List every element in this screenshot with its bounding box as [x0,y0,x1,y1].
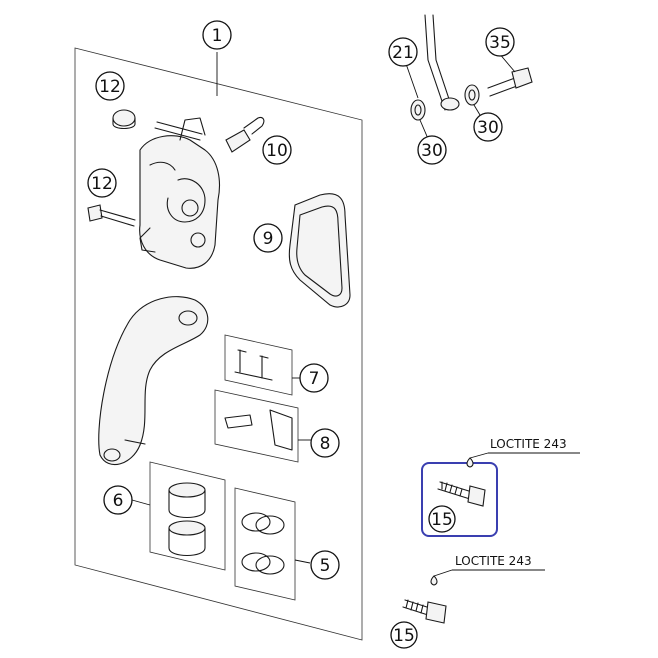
loctite-label-lower: LOCTITE 243 [455,554,532,568]
callout-9: 9 [253,223,283,253]
svg-text:1: 1 [212,26,223,46]
svg-text:12: 12 [91,174,113,194]
bleeder-cap-part [112,109,136,130]
callout-30-right: 30 [473,112,503,142]
brake-pad-part [288,193,351,308]
svg-text:35: 35 [489,33,511,53]
svg-text:9: 9 [263,229,274,249]
callout-5: 5 [310,550,340,580]
callout-8: 8 [310,428,340,458]
highlight-frame [421,462,498,537]
svg-text:30: 30 [421,141,443,161]
slide-pin-bolt-part [87,204,136,227]
loctite-drop-upper [466,457,474,468]
callout-1: 1 [202,20,232,50]
bolt-15-upper [437,481,486,507]
callout-10: 10 [262,135,292,165]
svg-text:15: 15 [393,626,415,646]
assembly-panel [74,47,363,641]
svg-text:30: 30 [477,118,499,138]
loctite-label-upper: LOCTITE 243 [490,437,567,451]
svg-text:6: 6 [113,491,124,511]
svg-text:21: 21 [392,43,414,63]
svg-text:10: 10 [266,141,288,161]
svg-text:12: 12 [99,77,121,97]
caliper-bracket [98,296,209,465]
bolt-15-lower [402,599,447,624]
banjo-bolt [487,67,533,97]
svg-text:8: 8 [320,434,331,454]
seal-kit-box [234,487,296,601]
pad-spring-box [214,389,299,463]
brake-caliper [139,117,221,269]
svg-text:7: 7 [309,369,320,389]
piston-box [149,461,226,571]
loctite-drop-lower [430,575,438,586]
callout-30-left: 30 [417,135,447,165]
callout-12-lower: 12 [87,168,117,198]
bleeder-valve-part [225,116,265,153]
callout-6: 6 [103,485,133,515]
callout-35: 35 [485,27,515,57]
callout-12-upper: 12 [95,71,125,101]
washer-left [410,99,426,121]
callout-7: 7 [299,363,329,393]
svg-text:5: 5 [320,556,331,576]
washer-right [464,84,480,106]
callout-15-lower: 15 [390,621,418,649]
svg-text:15: 15 [431,510,453,530]
callout-15-upper: 15 [428,505,456,533]
brake-hose [424,14,460,111]
callout-21: 21 [388,37,418,67]
spring-kit-box [224,334,293,396]
